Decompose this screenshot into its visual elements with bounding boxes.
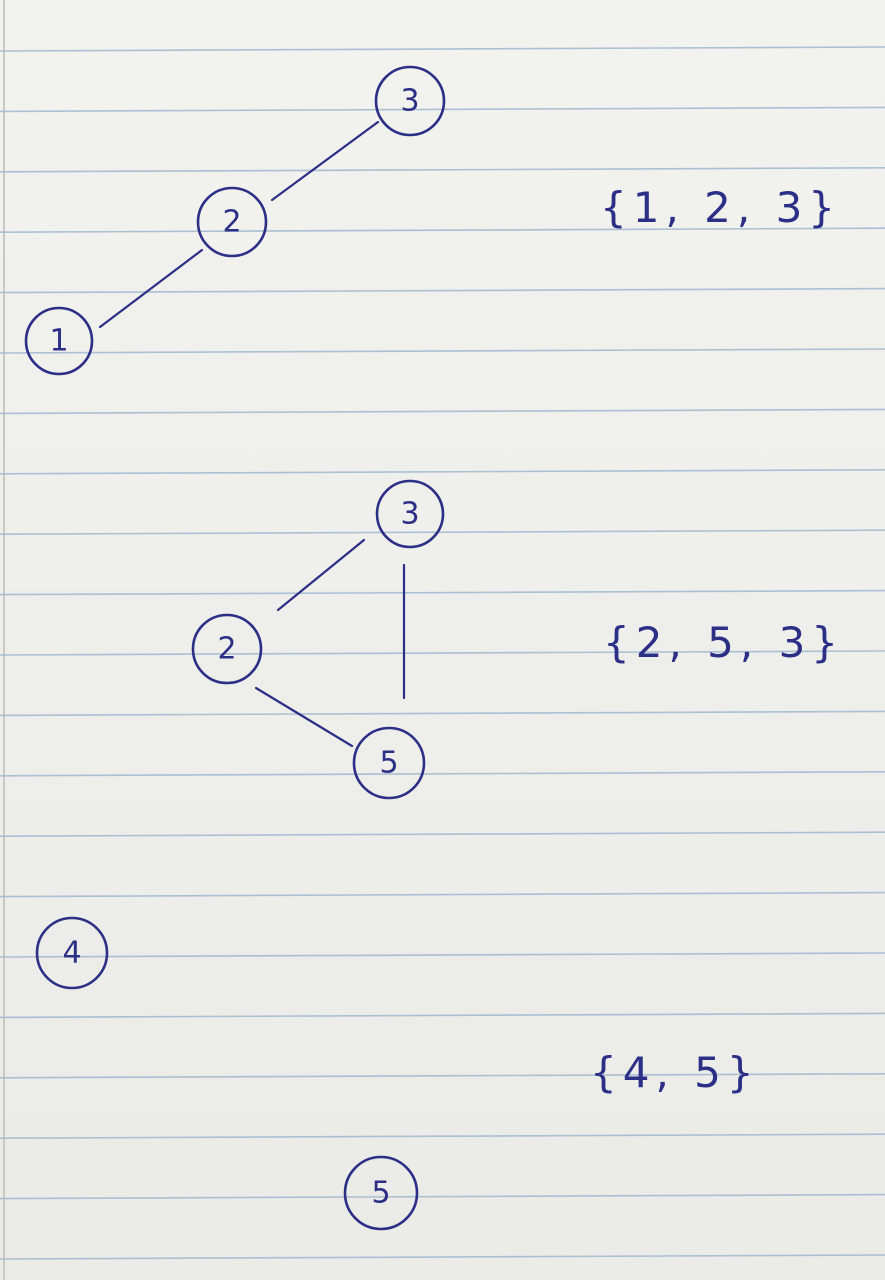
node-4: 4 [35, 916, 109, 990]
ruled-line [0, 408, 885, 415]
svg-text:5: 5 [371, 1176, 390, 1211]
ruled-line [0, 167, 885, 173]
ruled-line [0, 227, 885, 233]
ruled-line [0, 891, 885, 898]
svg-text:2: 2 [222, 205, 241, 240]
node-1: 1 [24, 306, 94, 376]
set-label-1: {1, 2, 3} [600, 183, 842, 232]
edge-3-2 [270, 120, 380, 202]
node-2: 2 [191, 613, 263, 685]
ruled-line [0, 529, 885, 536]
edge-3-2 [276, 538, 366, 612]
ruled-line [0, 770, 885, 777]
ruled-line [0, 952, 885, 958]
ruled-line [0, 1254, 885, 1260]
svg-text:3: 3 [400, 497, 419, 532]
svg-text:2: 2 [217, 632, 236, 667]
node-5: 5 [343, 1155, 419, 1231]
svg-text:3: 3 [400, 84, 419, 119]
node-3: 3 [375, 479, 445, 549]
graph-1: 3 2 1 [24, 65, 446, 376]
ruled-line [0, 46, 885, 52]
set-label-2: {2, 5, 3} [603, 618, 845, 667]
svg-text:5: 5 [379, 746, 398, 781]
ruled-line [0, 589, 885, 596]
ruled-line [0, 348, 885, 354]
ruled-line [0, 1012, 885, 1019]
set-label-3: {4, 5} [590, 1048, 760, 1097]
ruled-line [0, 1073, 885, 1079]
ruled-line [0, 1193, 885, 1200]
edge-2-1 [98, 248, 204, 329]
edge-2-5 [254, 686, 354, 748]
node-2: 2 [196, 186, 268, 258]
ruled-line [0, 710, 885, 717]
svg-text:1: 1 [49, 324, 68, 359]
ruled-line [0, 650, 885, 656]
graph-3: 4 5 [35, 916, 419, 1231]
ruled-line [0, 468, 885, 475]
node-3: 3 [374, 65, 446, 137]
svg-text:4: 4 [62, 936, 81, 971]
node-5: 5 [352, 726, 426, 800]
graph-2: 3 2 5 [191, 479, 445, 800]
ruled-line [0, 831, 885, 838]
ruled-line [0, 1133, 885, 1139]
